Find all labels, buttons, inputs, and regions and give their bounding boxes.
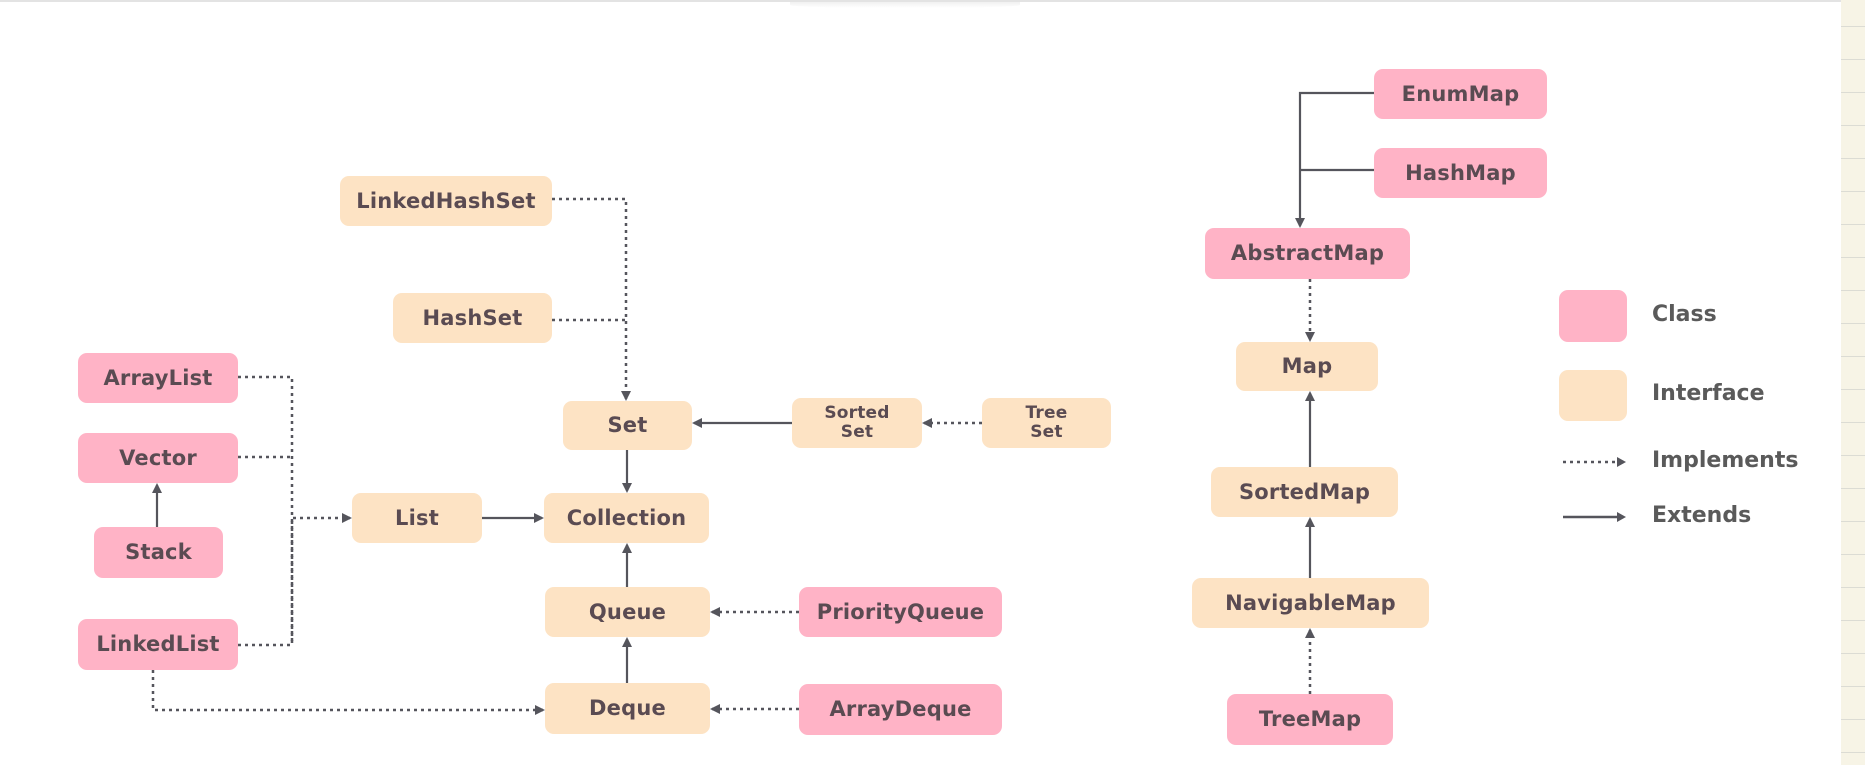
node-arraydeque: ArrayDeque (799, 684, 1002, 735)
node-stack: Stack (94, 527, 223, 578)
node-treemap: TreeMap (1227, 694, 1393, 745)
legend-extends-label: Extends (1652, 503, 1752, 528)
edge-linkedlist-implements-list (238, 513, 352, 647)
node-hashmap: HashMap (1374, 148, 1547, 198)
node-arraylist: ArrayList (78, 353, 238, 403)
node-priorityqueue: PriorityQueue (799, 587, 1002, 637)
node-hashset: HashSet (393, 293, 552, 343)
legend-implements-arrow-icon (1563, 457, 1626, 467)
legend-line-samples (1563, 457, 1626, 522)
edge-enummap-extends-abstractmap (1295, 91, 1374, 228)
node-sortedmap: SortedMap (1211, 467, 1398, 517)
notebook-edge-panel (1841, 0, 1865, 765)
node-treeset: Tree Set (982, 398, 1111, 448)
node-list: List (352, 493, 482, 543)
node-deque: Deque (545, 683, 710, 734)
node-linkedlist: LinkedList (78, 619, 238, 670)
legend-implements-label: Implements (1652, 448, 1799, 473)
legend-class-swatch (1559, 290, 1627, 342)
legend-extends-arrow-icon (1563, 512, 1626, 522)
top-shadow (790, 2, 1020, 8)
edge-linkedhashset-implements-set (552, 197, 631, 401)
node-linkedhashset: LinkedHashSet (340, 176, 552, 226)
node-navigablemap: NavigableMap (1192, 578, 1429, 628)
edge-linkedlist-implements-deque (151, 670, 545, 715)
node-enummap: EnumMap (1374, 69, 1547, 119)
node-sortedset: Sorted Set (792, 398, 922, 448)
node-collection: Collection (544, 493, 709, 543)
edge-arraylist-implements-list (238, 375, 294, 645)
node-vector: Vector (78, 433, 238, 483)
node-set: Set (563, 401, 692, 450)
node-abstractmap: AbstractMap (1205, 228, 1410, 279)
top-border (0, 0, 1865, 2)
legend-class-label: Class (1652, 302, 1717, 327)
node-queue: Queue (545, 587, 710, 637)
node-map: Map (1236, 342, 1378, 391)
legend-interface-swatch (1559, 370, 1627, 421)
legend-interface-label: Interface (1652, 381, 1765, 406)
